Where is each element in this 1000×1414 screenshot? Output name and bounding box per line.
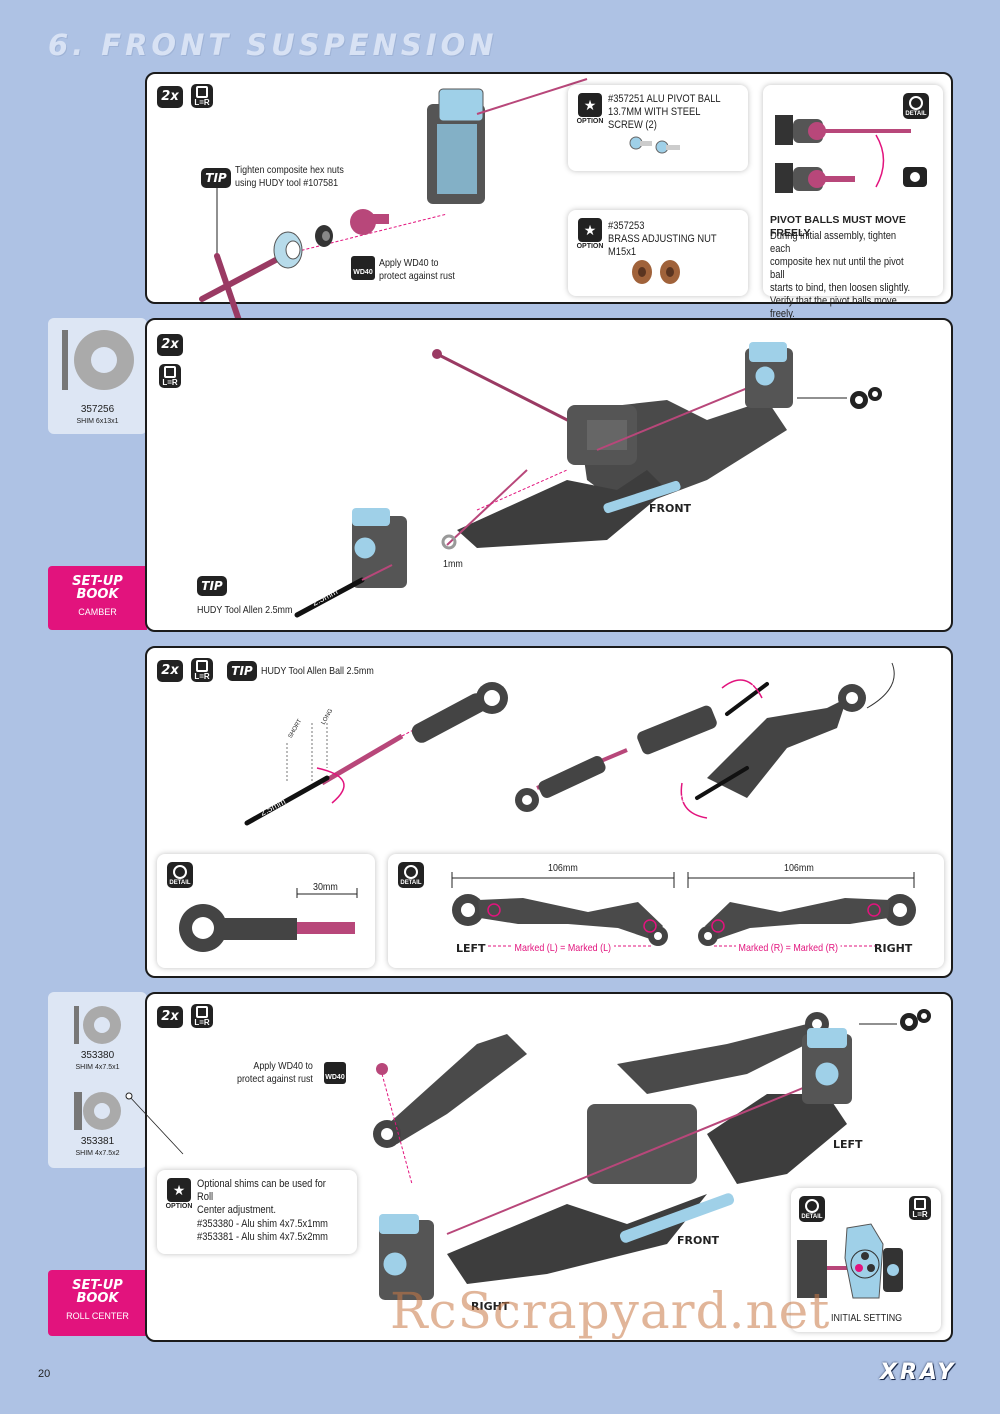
quantity-badge: 2x [157,86,183,108]
marked-right-text: Marked (R) = Marked (R) [736,942,841,955]
page-title: 6. FRONT SUSPENSION [48,28,498,62]
option-items: #353380 - Alu shim 4x7.5x1mm#353381 - Al… [197,1218,328,1243]
front-label: FRONT [677,1234,720,1247]
detail-card-arm-pair: DETAIL 106mm 106mm LEFT RIGHT Marked (L)… [388,854,944,968]
tip-text: HUDY Tool Allen 2.5mm [197,604,293,616]
marked-left-text: Marked (L) = Marked (L) [512,942,614,955]
brand-logo: XRAY [880,1360,957,1385]
brass-nut-parts [632,260,680,284]
wd40-icon: WD40 [324,1062,346,1084]
pivot-ball-parts [629,136,680,154]
detail-card-pivot-balls: DETAIL HUDY PIVOT BALLS MUST MOVE FREELY… [763,85,943,320]
tip-badge: TIP [227,661,257,681]
shim-icon [74,1092,121,1130]
shim-icon [74,1006,121,1044]
left-right-same-icon: L=R [191,84,213,108]
ball-end-illustration [179,888,358,952]
detail-heading: PIVOT BALLS MUST MOVE FREELY [770,214,906,239]
turnbuckle-adjustment-illustration [244,662,895,826]
option-thumbs-icon: ★OPTION [574,218,606,250]
left-right-same-icon: L=R [191,1004,213,1028]
arm-pair-illustration [451,872,916,947]
right-label: RIGHT [471,1300,510,1313]
detail-card-initial-setting: DETAIL L=R INITIAL SETTING [791,1188,941,1332]
option-thumbs-icon: ★OPTION [163,1178,195,1210]
dimension-label: 30mm [313,881,338,893]
right-label: RIGHT [874,942,913,955]
detail-icon: DETAIL [903,93,929,119]
quantity-badge: 2x [157,334,183,356]
front-suspension-assembly-illustration [294,342,882,618]
front-label: FRONT [649,502,692,515]
shim-thickness-label: 1mm [443,558,463,570]
tip-text: HUDY Tool Allen Ball 2.5mm [261,665,374,677]
option-card-roll-center-shims: ★OPTION Optional shims can be used for R… [157,1170,357,1254]
full-front-suspension-illustration [125,1009,931,1300]
left-right-same-icon: L=R [159,364,181,388]
step-3-panel: 2x L=R TIP HUDY Tool Allen Ball 2.5mm SH… [145,646,953,978]
left-label: LEFT [456,942,486,955]
left-label: LEFT [833,1138,863,1151]
detail-card-ball-end: DETAIL 30mm [157,854,375,968]
watermark: RcScrapyard.net [390,1282,831,1340]
dimension-label: 106mm [784,862,814,874]
step-2-panel: 2x L=R 2.5mm 1mm FRONT TIP HUDY Tool All… [145,318,953,632]
pivot-ball-detail-illustration: HUDY [775,115,927,193]
svg-text:HUDY: HUDY [881,125,896,131]
hex-tool-illustration [199,78,588,347]
tip-badge: TIP [197,576,227,596]
left-right-same-icon: L=R [191,658,213,682]
quantity-badge: 2x [157,660,183,682]
tip-badge: TIP [201,168,231,188]
detail-icon: DETAIL [799,1196,825,1222]
detail-icon: DETAIL [167,862,193,888]
dimension-label: 106mm [548,862,578,874]
left-right-same-icon: L=R [909,1196,931,1220]
initial-setting-illustration [797,1223,903,1299]
quantity-badge: 2x [157,1006,183,1028]
detail-icon: DETAIL [398,862,424,888]
shim-icon [62,330,134,390]
wd40-icon: WD40 [351,256,375,280]
page-number: 20 [38,1368,51,1380]
option-thumbs-icon: ★OPTION [574,93,606,125]
detail-caption: INITIAL SETTING [831,1312,903,1324]
